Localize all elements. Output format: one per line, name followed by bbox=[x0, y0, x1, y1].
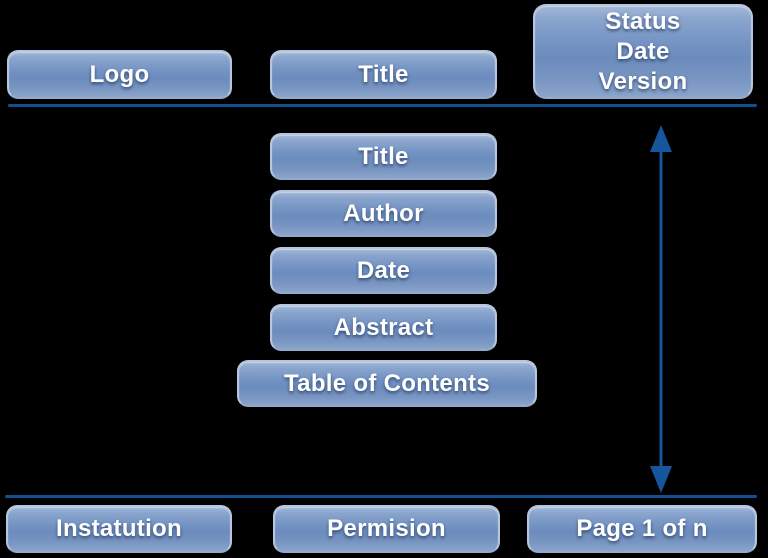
header-divider-line bbox=[8, 104, 757, 107]
institution-box: Instatution bbox=[6, 505, 232, 553]
page-number-box: Page 1 of n bbox=[527, 505, 757, 553]
footer-divider-line bbox=[5, 495, 757, 498]
status-date-version-box: Status Date Version bbox=[533, 4, 753, 99]
header-title-box: Title bbox=[270, 50, 497, 99]
abstract-box: Abstract bbox=[270, 304, 497, 351]
vertical-double-arrow-icon bbox=[650, 125, 672, 493]
date-box: Date bbox=[270, 247, 497, 294]
body-title-box: Title bbox=[270, 133, 497, 180]
table-of-contents-box: Table of Contents bbox=[237, 360, 537, 407]
permission-box: Permision bbox=[273, 505, 500, 553]
logo-box: Logo bbox=[7, 50, 232, 99]
author-box: Author bbox=[270, 190, 497, 237]
